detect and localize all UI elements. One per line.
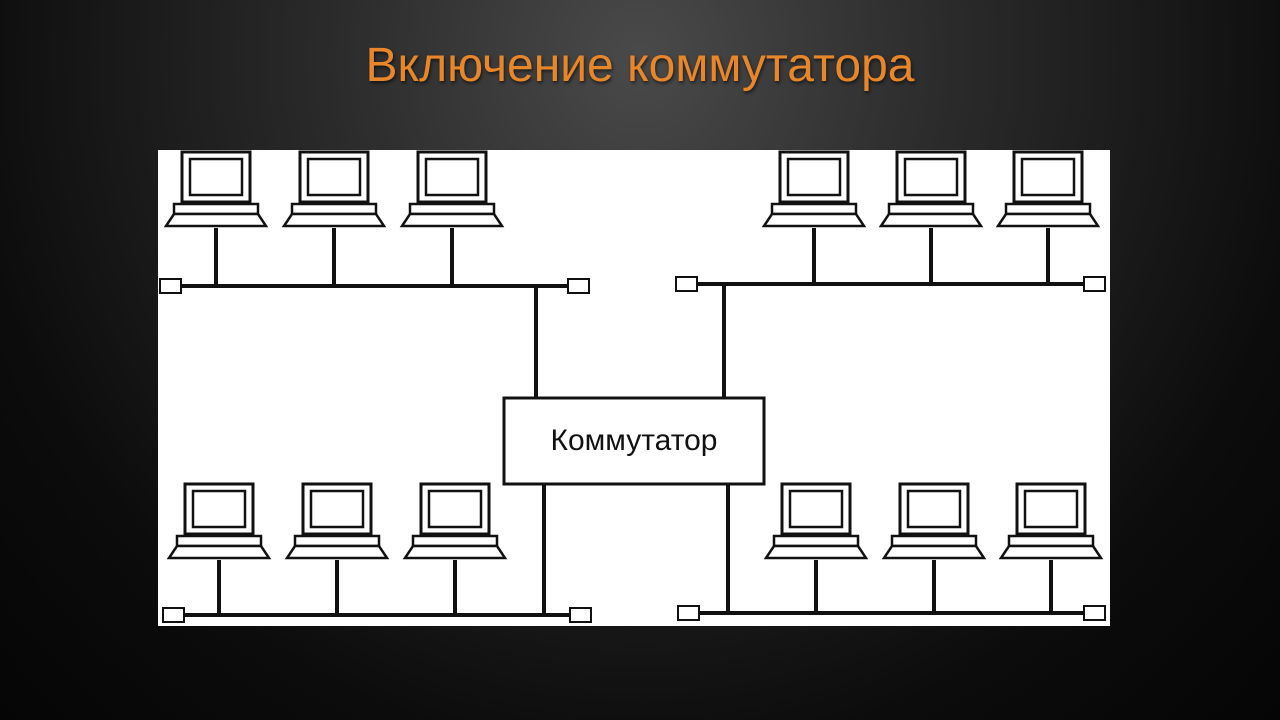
bottom-right-computer-3	[998, 482, 1104, 560]
bottom-left-terminator-left	[162, 607, 185, 623]
bottom-left-computer-3	[402, 482, 508, 560]
top-left-computer-2	[281, 150, 387, 228]
top-right-computer-1	[761, 150, 867, 228]
top-left-terminator-right	[567, 278, 590, 294]
bottom-right-computer-2	[881, 482, 987, 560]
switch-label: Коммутатор	[551, 424, 718, 457]
top-right-computer-3	[995, 150, 1101, 228]
switch-box: Коммутатор	[502, 396, 766, 486]
bottom-right-terminator-right	[1083, 605, 1106, 621]
top-left-computer-3	[399, 150, 505, 228]
bottom-right-computer-1	[763, 482, 869, 560]
network-diagram: Коммутатор	[158, 150, 1110, 626]
top-right-computer-2	[878, 150, 984, 228]
bottom-left-terminator-right	[569, 607, 592, 623]
bottom-left-computer-2	[284, 482, 390, 560]
top-right-terminator-right	[1083, 276, 1106, 292]
top-left-terminator-left	[159, 278, 182, 294]
top-right-terminator-left	[675, 276, 698, 292]
slide-title: Включение коммутатора	[365, 39, 915, 92]
bottom-left-computer-1	[166, 482, 272, 560]
bottom-right-terminator-left	[677, 605, 700, 621]
top-left-computer-1	[163, 150, 269, 228]
